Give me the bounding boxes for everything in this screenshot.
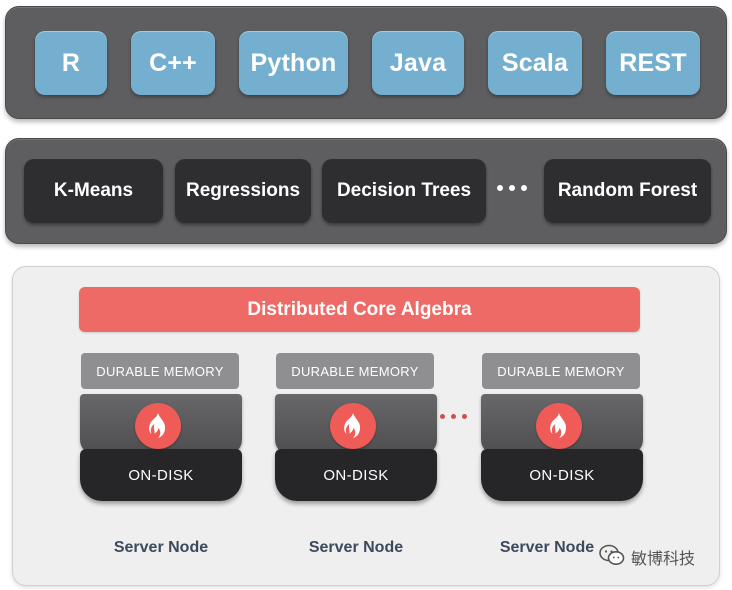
language-java: Java xyxy=(372,31,464,95)
server-node-label: Server Node xyxy=(308,539,404,556)
flame-icon xyxy=(536,403,582,449)
algorithm-random-forest: Random Forest xyxy=(544,159,711,223)
on-disk-layer: ON-DISK xyxy=(481,449,643,501)
on-disk-layer: ON-DISK xyxy=(80,449,242,501)
watermark-text: 敏博科技 xyxy=(631,549,696,568)
flame-icon xyxy=(135,403,181,449)
language-cpp: C++ xyxy=(131,31,215,95)
language-scala: Scala xyxy=(488,31,582,95)
language-rest: REST xyxy=(606,31,700,95)
algorithm-regressions: Regressions xyxy=(175,159,311,223)
server-node-1: DURABLE MEMORY ON-DISK xyxy=(80,353,242,508)
language-r: R xyxy=(35,31,107,95)
nodes-ellipsis xyxy=(440,414,467,419)
server-node-3: DURABLE MEMORY ON-DISK xyxy=(481,353,643,508)
language-python: Python xyxy=(239,31,348,95)
server-node-label: Server Node xyxy=(113,539,209,556)
algorithms-ellipsis xyxy=(497,185,527,191)
core-algebra-bar: Distributed Core Algebra xyxy=(79,287,640,332)
wechat-icon xyxy=(599,544,625,570)
algorithm-kmeans: K-Means xyxy=(24,159,163,223)
flame-icon xyxy=(330,403,376,449)
durable-memory-label: DURABLE MEMORY xyxy=(81,353,239,389)
server-node-label: Server Node xyxy=(499,539,595,556)
algorithm-decision-trees: Decision Trees xyxy=(322,159,486,223)
durable-memory-label: DURABLE MEMORY xyxy=(482,353,640,389)
on-disk-layer: ON-DISK xyxy=(275,449,437,501)
watermark: 敏博科技 xyxy=(599,544,696,570)
durable-memory-label: DURABLE MEMORY xyxy=(276,353,434,389)
server-node-2: DURABLE MEMORY ON-DISK xyxy=(275,353,437,508)
